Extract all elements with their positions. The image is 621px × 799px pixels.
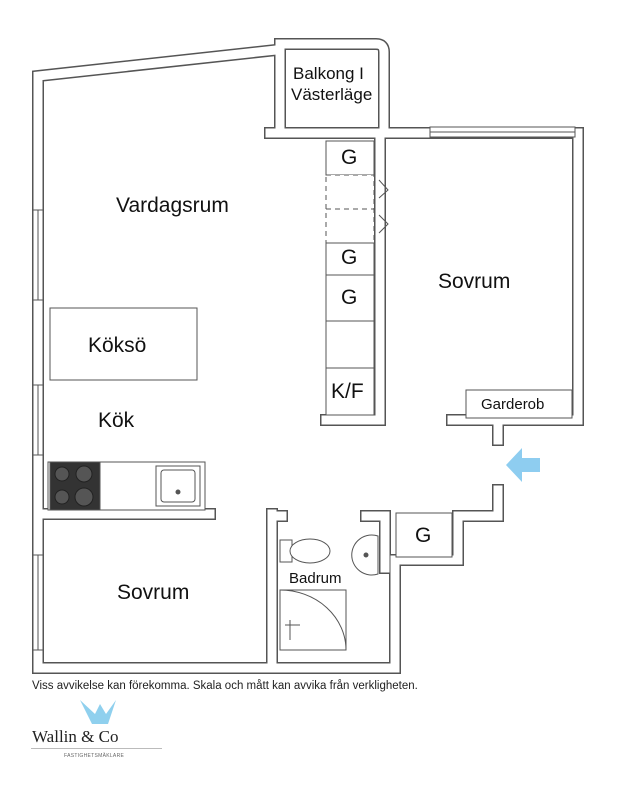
room-label-balcony: Balkong I xyxy=(293,64,364,83)
bathroom-fixtures xyxy=(279,534,379,651)
kitchen xyxy=(47,307,206,511)
closet-label: G xyxy=(341,146,358,169)
fridge-label: K/F xyxy=(331,380,364,403)
windows xyxy=(32,126,576,651)
closet-label: G xyxy=(341,246,358,269)
closet-label: G xyxy=(415,524,432,547)
room-label-bedroom-right: Sovrum xyxy=(438,270,511,293)
disclaimer: Viss avvikelse kan förekomma. Skala och … xyxy=(32,680,418,692)
closet-label: G xyxy=(341,286,358,309)
room-label-balcony-2: Västerläge xyxy=(291,85,373,104)
room-label-wardrobe: Garderob xyxy=(481,396,545,413)
logo-icon xyxy=(80,700,116,724)
brand-divider xyxy=(31,748,162,749)
room-label-kitchen: Kök xyxy=(98,409,135,432)
entrance-arrow-icon xyxy=(506,448,540,482)
room-label-living: Vardagsrum xyxy=(116,194,229,217)
closets xyxy=(325,140,573,558)
room-label-bathroom: Badrum xyxy=(289,570,342,587)
brand-name: Wallin & Co xyxy=(32,727,119,746)
brand-subtitle: FASTIGHETSMÄKLARE xyxy=(64,753,125,759)
room-label-bedroom-left: Sovrum xyxy=(117,581,190,604)
room-label-island: Köksö xyxy=(88,334,147,357)
